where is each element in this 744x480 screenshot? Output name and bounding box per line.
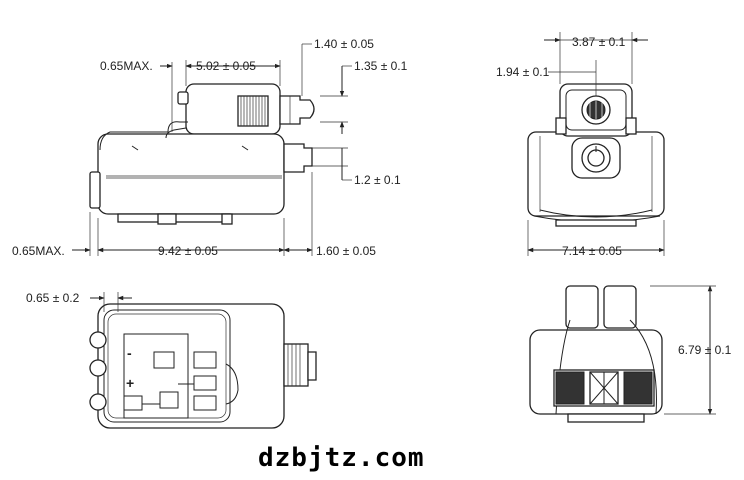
- dim-160: 1.60 ± 0.05: [316, 244, 376, 258]
- dim-942: 9.42 ± 0.05: [158, 244, 218, 258]
- top-body: [97, 303, 285, 429]
- minus-sign: -: [127, 345, 132, 361]
- dim-679: 6.79 ± 0.1: [678, 343, 732, 357]
- plus-sign: +: [126, 375, 134, 391]
- rear-view: [529, 285, 716, 423]
- watermark: dzbjtz.com: [258, 443, 425, 473]
- lower-pin: [283, 143, 313, 173]
- dim-065max-bottom: 0.65MAX.: [12, 244, 65, 258]
- dim-12: 1.2 ± 0.1: [354, 173, 401, 187]
- upper-pin: [279, 95, 315, 125]
- dim-140: 1.40 ± 0.05: [314, 37, 374, 51]
- dim-065max-top: 0.65MAX.: [100, 59, 153, 73]
- dim-502: 5.02 ± 0.05: [196, 59, 256, 73]
- dim-135: 1.35 ± 0.1: [354, 59, 408, 73]
- top-view: [89, 292, 317, 429]
- dim-194: 1.94 ± 0.1: [496, 65, 550, 79]
- dim-714: 7.14 ± 0.05: [562, 244, 622, 258]
- lower-body: [97, 133, 285, 215]
- front-view: [527, 32, 665, 256]
- side-view: [72, 43, 352, 256]
- dim-065: 0.65 ± 0.2: [26, 291, 80, 305]
- dim-387: 3.87 ± 0.1: [572, 35, 626, 49]
